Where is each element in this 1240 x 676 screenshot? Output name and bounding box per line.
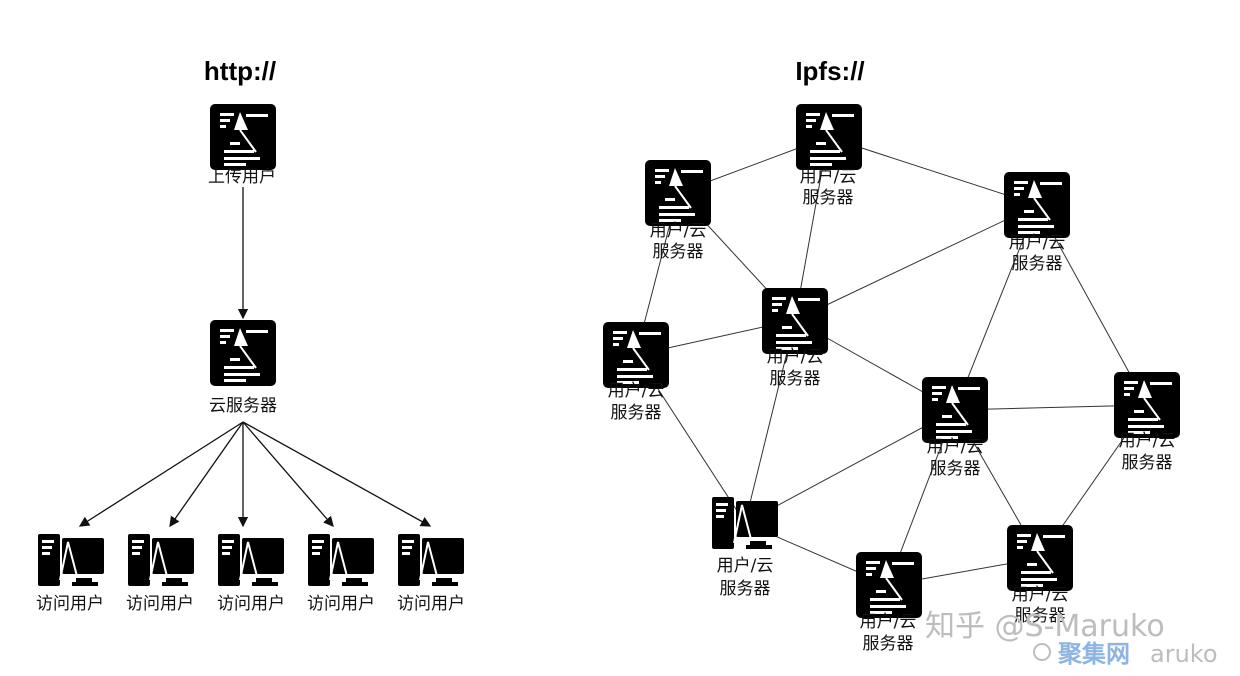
ipfs-node: 用户/云 服务器 [762,288,828,389]
edge [827,136,1038,206]
ipfs-node: 用户/云 服务器 [856,552,922,654]
computer-icon [218,534,284,586]
ipfs-node: 用户/云 服务器 [645,160,711,262]
node-label-line1: 用户/云 [717,556,774,576]
node-label-line2: 服务器 [770,369,821,389]
node-label-line1: 用户/云 [650,221,707,241]
ipfs-node: 用户/云 服务器 [1004,172,1070,274]
node-label-line1: 用户/云 [1009,233,1066,253]
ipfs-node: 用户/云 服务器 [1114,372,1180,473]
node-label-line2: 服务器 [863,634,914,654]
visitor-label: 访问用户 [126,594,194,614]
upload-user-label: 上传用户 [208,167,276,187]
zhihu-watermark: 知乎 @S-Maruko [925,609,1165,644]
computer-icon [712,497,778,549]
visitor-label: 访问用户 [36,594,104,614]
server-icon [210,320,276,386]
site-logo-icon [1033,643,1051,661]
node-label-line2: 服务器 [611,403,662,423]
ipfs-node: 用户/云 服务器 [712,497,778,599]
visitor-node: 访问用户 [126,534,194,614]
edge [1036,204,1148,406]
upload-user-node: 上传用户 [208,104,276,187]
arrow-cloud-to-visitor-5 [242,421,432,527]
node-label-line2: 服务器 [1015,606,1066,626]
site-watermark: 聚集网 aruko [1033,640,1218,668]
server-icon [1114,372,1180,438]
arrow-cloud-to-visitor-4 [242,421,334,527]
node-label-line2: 服务器 [930,459,981,479]
ipfs-node: 用户/云 服务器 [796,104,862,208]
node-label-line2: 服务器 [803,188,854,208]
site-watermark-name: 聚集网 [1057,640,1130,668]
ipfs-node: 用户/云 服务器 [1007,525,1073,626]
computer-icon [398,534,464,586]
server-icon [796,104,862,170]
computer-icon [38,534,104,586]
ipfs-node: 用户/云 服务器 [603,322,669,423]
server-icon [1007,525,1073,591]
server-icon [645,160,711,226]
computer-icon [128,534,194,586]
server-icon [856,552,922,618]
arrow-cloud-to-visitor-2 [169,421,244,528]
server-icon [762,288,828,354]
node-label-line1: 用户/云 [767,347,824,367]
visitor-node: 访问用户 [217,534,285,614]
node-label-line1: 用户/云 [608,381,665,401]
server-icon [922,377,988,443]
visitor-label: 访问用户 [397,594,465,614]
computer-icon [308,534,374,586]
cloud-server-node: 云服务器 [209,320,277,416]
node-label-line2: 服务器 [653,242,704,262]
node-label-line1: 用户/云 [1119,431,1176,451]
node-label-line1: 用户/云 [800,167,857,187]
arrow-cloud-to-visitor-1 [78,421,244,527]
cloud-server-label: 云服务器 [209,396,277,416]
node-label-line2: 服务器 [720,579,771,599]
visitor-node: 访问用户 [307,534,375,614]
edge [744,409,956,524]
server-icon [210,104,276,170]
http-arrows [78,187,432,528]
http-title: http:// [204,56,276,86]
visitor-node: 访问用户 [36,534,104,614]
node-label-line1: 用户/云 [927,437,984,457]
ipfs-node: 用户/云 服务器 [922,377,988,479]
edge [954,204,1038,411]
site-watermark-suffix: aruko [1150,640,1218,668]
node-label-line2: 服务器 [1122,453,1173,473]
server-icon [603,322,669,388]
node-label-line2: 服务器 [1012,254,1063,274]
node-label-line1: 用户/云 [860,612,917,632]
edge [794,204,1038,321]
visitor-label: 访问用户 [307,594,375,614]
server-icon [1004,172,1070,238]
visitor-label: 访问用户 [217,594,285,614]
node-label-line1: 用户/云 [1012,585,1069,605]
visitor-node: 访问用户 [397,534,465,614]
ipfs-title: Ipfs:// [795,56,864,86]
